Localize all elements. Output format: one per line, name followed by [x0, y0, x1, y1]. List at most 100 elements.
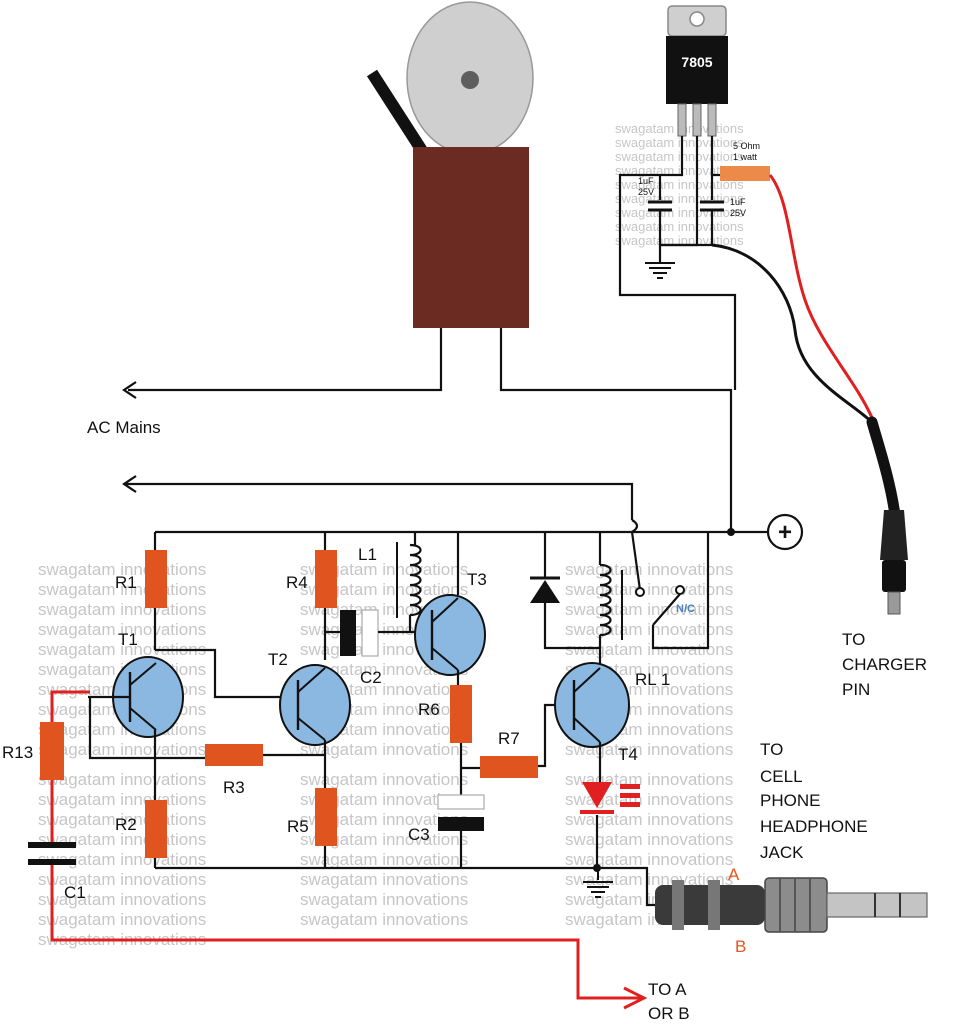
charger-cable [711, 174, 908, 615]
watermark-text: swagatam innovations [300, 850, 468, 869]
label-r3: R3 [223, 778, 245, 797]
label-r6: R6 [418, 700, 440, 719]
stage-t1 [28, 532, 648, 1010]
label-r4: R4 [286, 573, 308, 592]
resistor-r5 [315, 788, 337, 846]
regulator-input-wire [618, 136, 737, 390]
resistor-rating-label: 1 watt [733, 152, 758, 162]
output-label-line2: OR B [648, 1004, 690, 1023]
watermark-text: swagatam innovations [300, 740, 468, 759]
watermark-text: swagatam innovations [300, 910, 468, 929]
watermark-text: swagatam innovations [38, 910, 206, 929]
resistor-r3 [205, 744, 263, 766]
watermark-text: swagatam innovations [38, 620, 206, 639]
label-c2: C2 [360, 668, 382, 687]
bell-body [413, 147, 529, 328]
relay-nc-label: N/C [676, 603, 695, 615]
relay-switch-arm [652, 593, 681, 626]
wire-to-t4-base [538, 703, 555, 768]
regulator-pin-gnd [692, 103, 702, 137]
label-r7: R7 [498, 729, 520, 748]
component-labels: R1 T1 R13 R2 C1 R3 R4 T2 R5 C2 L1 T3 R6 … [2, 545, 670, 902]
watermark-text: swagatam innovations [38, 770, 206, 789]
resistor-r7 [480, 756, 538, 778]
regulator-body [666, 36, 728, 104]
resistor-value-label: 5 Ohm [733, 141, 760, 151]
watermark-text: swagatam innovations [38, 890, 206, 909]
charger-cable-body [866, 416, 901, 521]
watermark-text: swagatam innovations [300, 830, 468, 849]
junction-dot [727, 528, 735, 536]
charger-plug-grip [882, 560, 906, 592]
ac-wire-1 [128, 328, 443, 392]
label-l1: L1 [358, 545, 377, 564]
diode-body [530, 580, 560, 603]
watermark-text: swagatam innovations [565, 740, 733, 759]
watermark-text: swagatam innovations [565, 830, 733, 849]
led-light-ray [620, 802, 640, 807]
phone-label-line5: JACK [760, 843, 804, 862]
cap-right-value: 1uF [730, 197, 746, 207]
regulator-wiring [618, 136, 770, 390]
wire-t1-to-t2 [155, 648, 290, 699]
regulator-label: 7805 [681, 54, 712, 70]
bell-to-positive-wire [499, 328, 733, 532]
watermark-text: swagatam innovations [300, 580, 468, 599]
t4-emitter [573, 717, 601, 743]
label-t2: T2 [268, 650, 288, 669]
inductor-l1 [409, 543, 422, 617]
watermark-text: swagatam innovations [300, 810, 468, 829]
charger-label-line1: TO [842, 630, 865, 649]
relay-coil [599, 563, 612, 637]
cap-left-value: 1uF [638, 176, 654, 186]
wire [543, 603, 600, 650]
cap-c3-plate-dark [438, 817, 484, 831]
red-arrow-head [623, 986, 648, 1010]
charger-label-line3: PIN [842, 680, 870, 699]
t1-emitter [129, 707, 157, 731]
watermark-upper-block: swagatam innovations swagatam innovation… [615, 121, 744, 248]
cap-c2-plate-light [361, 609, 379, 657]
red-wire [50, 690, 90, 725]
resistor-r4 [315, 550, 337, 608]
cap-right-voltage: 25V [730, 208, 746, 218]
phone-label-line1: TO [760, 740, 783, 759]
red-output-wire [50, 865, 642, 1000]
cap-c3-plate-light [437, 794, 485, 810]
regulator-labels: 5 Ohm 1 watt 1uF 25V 1uF 25V [638, 141, 760, 218]
led-light-ray [620, 793, 640, 798]
cap-c2-plate-dark [340, 610, 356, 656]
t3-emitter [431, 647, 459, 671]
led-body [582, 782, 612, 808]
led-light-ray [620, 784, 640, 789]
relay-contact-wire [651, 532, 710, 650]
electric-bell [366, 1, 534, 328]
junction-dot [593, 864, 601, 872]
phone-label-line4: HEADPHONE [760, 817, 868, 836]
headphone-jack [655, 877, 928, 933]
relay-common-wire [630, 531, 642, 591]
t4-collector [573, 667, 601, 693]
label-c3: C3 [408, 825, 430, 844]
resistor-r13 [40, 722, 64, 780]
watermark-text: swagatam innovations [38, 740, 206, 759]
watermark-text: swagatam innovations [565, 790, 733, 809]
label-c1: C1 [64, 883, 86, 902]
jack-ring [708, 880, 720, 930]
watermark-text: swagatam innovations [300, 870, 468, 889]
label-t1: T1 [118, 630, 138, 649]
charger-plug-pin [887, 591, 901, 615]
watermark-text: swagatam innovations [565, 640, 733, 659]
watermark-text: swagatam innovations [38, 870, 206, 889]
t2-emitter [297, 717, 326, 741]
watermark-text: swagatam innovations [300, 770, 468, 789]
jack-ring [672, 880, 684, 930]
stage-t3 [396, 532, 555, 868]
ac-wire-2 [124, 482, 634, 520]
positive-symbol: + [778, 519, 792, 546]
jack-terminal-b: B [735, 937, 746, 956]
phone-label-line3: PHONE [760, 791, 820, 810]
charger-label-line2: CHARGER [842, 655, 927, 674]
resistor-r2 [145, 800, 167, 858]
